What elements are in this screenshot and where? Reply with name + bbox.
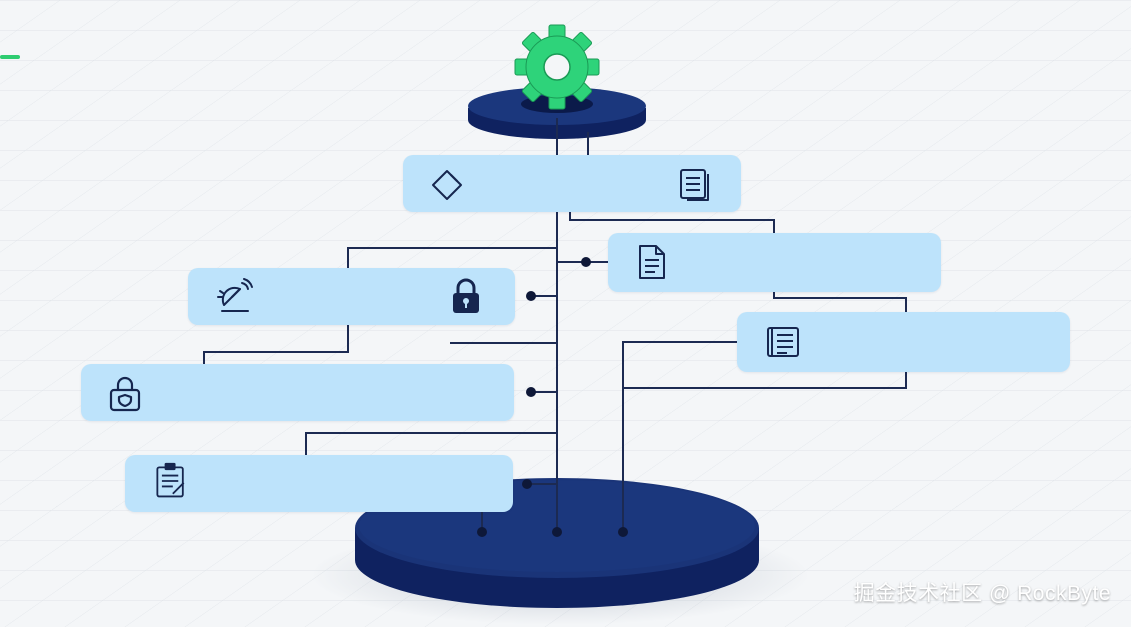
document-icon <box>639 245 665 279</box>
clipboard-checklist-icon <box>156 462 185 498</box>
card-4 <box>737 312 1070 372</box>
stacked-document-icon <box>680 169 709 201</box>
accent-bar <box>0 55 20 59</box>
shield-lock-icon <box>109 376 141 412</box>
watermark: 掘金技术社区 @ RockByte <box>853 582 1111 605</box>
padlock-icon <box>453 278 479 313</box>
gear-icon <box>514 24 600 110</box>
notes-list-icon <box>767 327 799 357</box>
card-1 <box>403 155 741 212</box>
card-6 <box>125 455 513 512</box>
connector-dots <box>477 257 628 537</box>
diamond-shape-icon <box>432 170 462 200</box>
card-2 <box>608 233 941 292</box>
card-5 <box>81 364 514 421</box>
card-3 <box>188 268 515 325</box>
satellite-dish-icon <box>217 278 253 312</box>
